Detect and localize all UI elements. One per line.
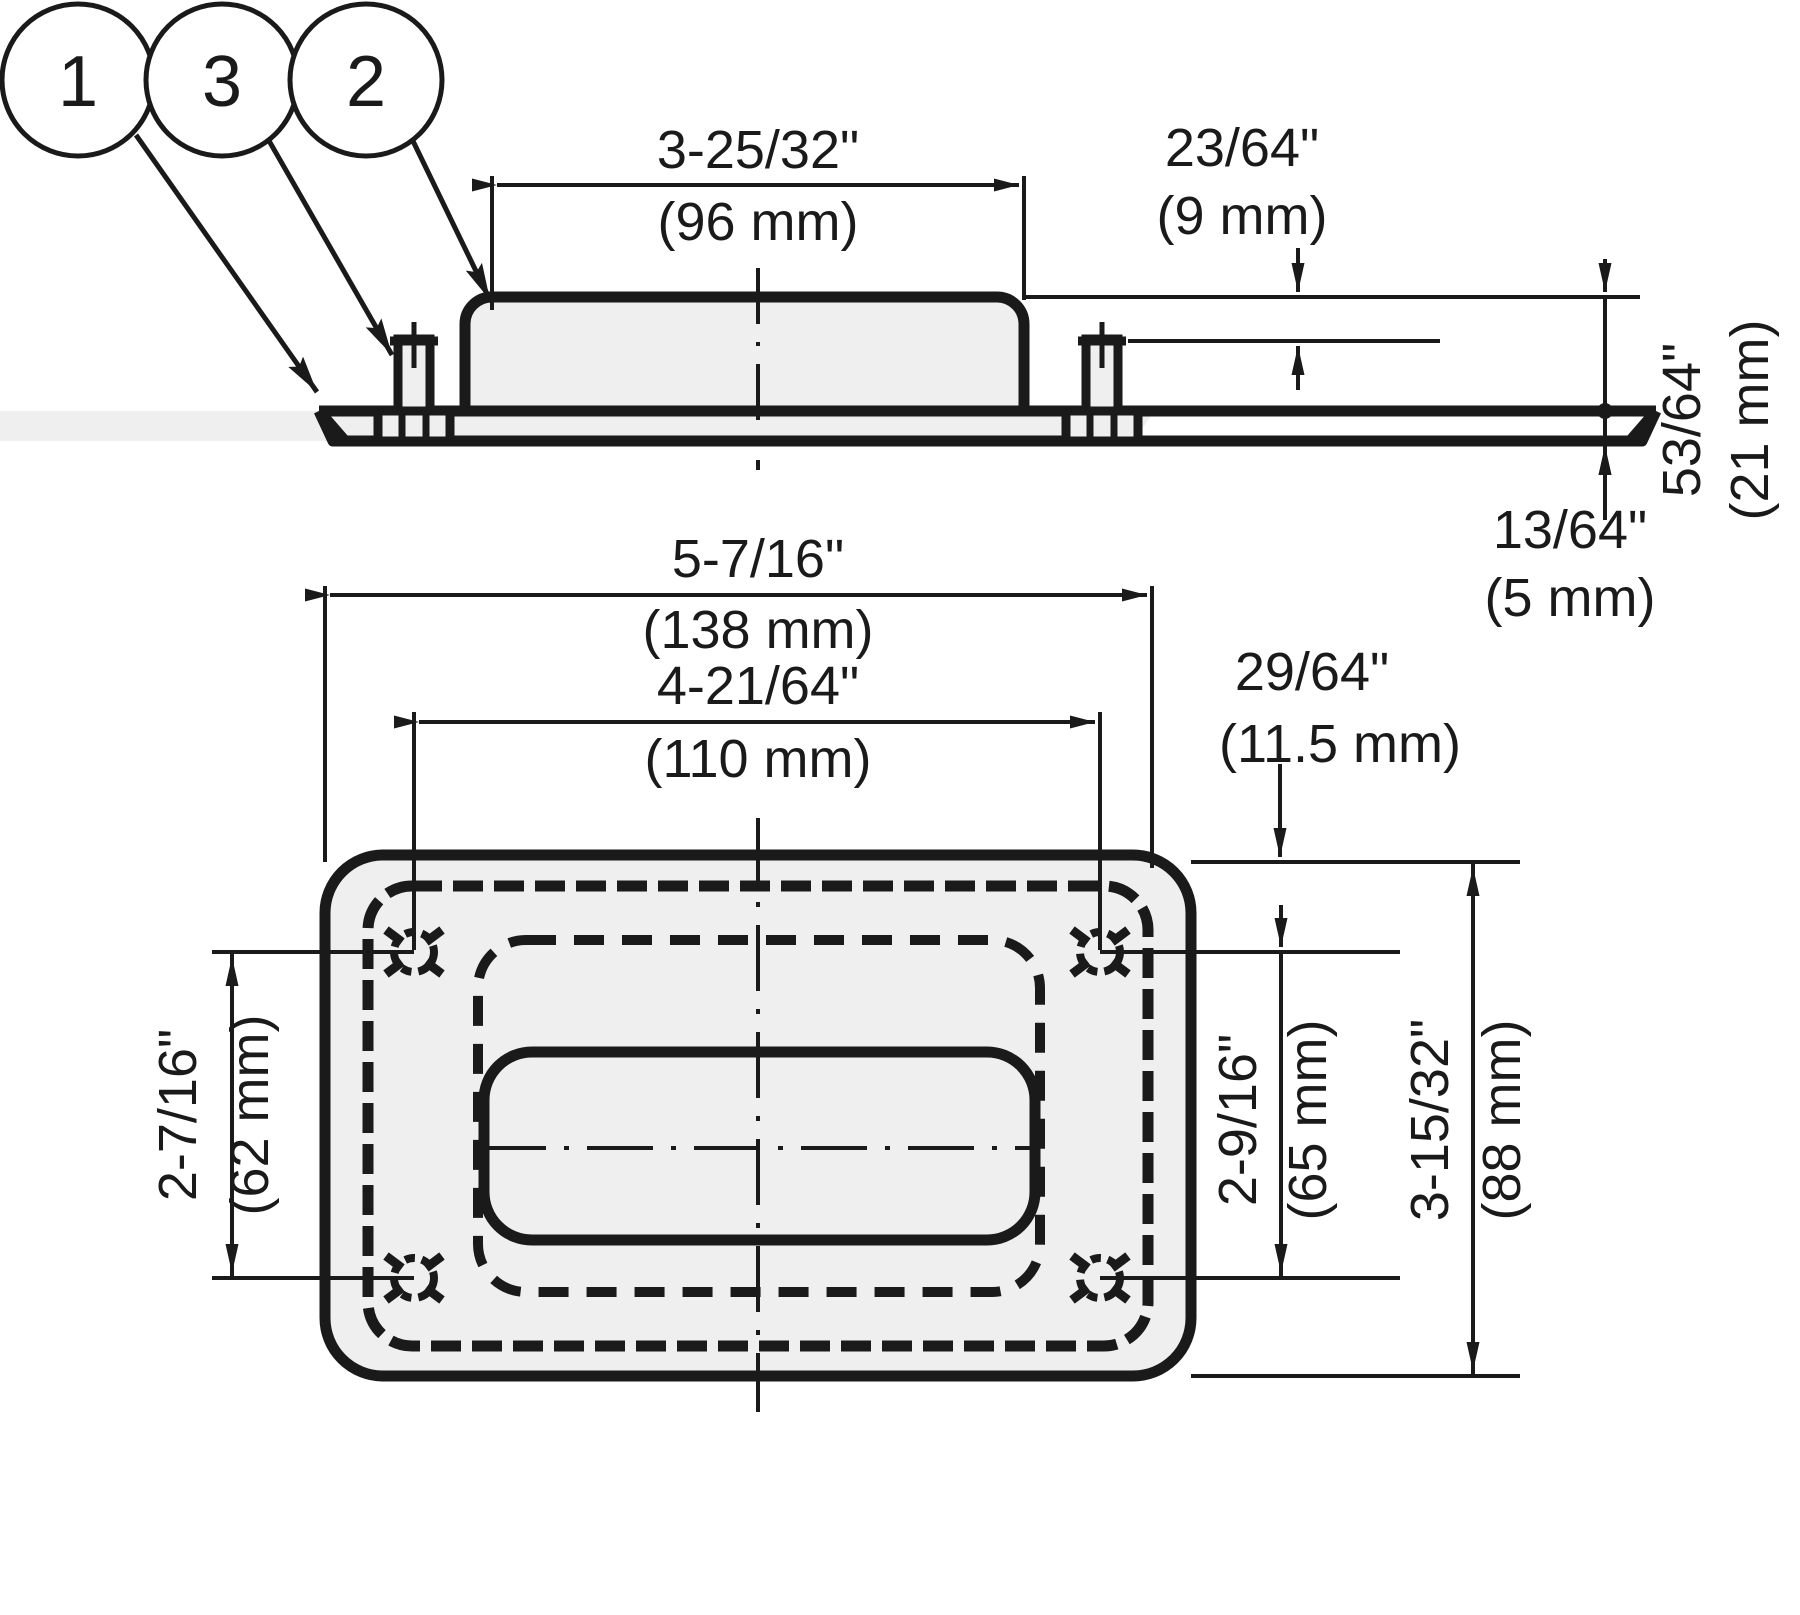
- screw-cross-a: [1069, 1252, 1091, 1272]
- dim-label-110-metric: (110 mm): [644, 729, 871, 789]
- dim-label-65-imperial: 2-9/16": [1208, 1034, 1268, 1206]
- screw-cross-b: [423, 1252, 445, 1272]
- dim-label-88-metric: (88 mm): [1472, 1020, 1532, 1221]
- section-side-view: [0, 268, 1661, 470]
- screw-cross-d: [1109, 958, 1131, 978]
- balloon-label-3: 3: [202, 42, 242, 122]
- post-base-left: [373, 406, 455, 446]
- screw-cross-c: [383, 1284, 405, 1304]
- balloon-circle-2: [287, 1, 445, 159]
- dim-label-62-metric: (62 mm): [220, 1015, 280, 1216]
- screw-cross-b: [423, 926, 445, 946]
- dim-label-9mm-imperial: 23/64": [1165, 118, 1319, 178]
- dim-overall-width: [305, 586, 1154, 868]
- screw-hole-circle: [390, 1254, 438, 1302]
- dim-screw-height: [212, 950, 414, 1280]
- dim-overall-height: [1191, 860, 1520, 1378]
- dim-label-5mm-metric: (5 mm): [1485, 568, 1656, 628]
- dim-label-9mm-metric: (9 mm): [1157, 186, 1328, 246]
- balloon-label-1: 1: [58, 42, 98, 122]
- dim-screw-width: [394, 712, 1102, 950]
- dim-label-138-metric: (138 mm): [642, 600, 873, 660]
- leader-lines: [133, 133, 493, 394]
- dim-label-top-width-imperial: 3-25/32": [657, 120, 859, 180]
- post-base-right: [1061, 406, 1143, 446]
- screw-cross-c: [1069, 958, 1091, 978]
- screw-post-left: [373, 322, 455, 446]
- dim-label-62-imperial: 2-7/16": [148, 1029, 208, 1201]
- dim-label-65-metric: (65 mm): [1278, 1020, 1338, 1221]
- dim-label-5mm-imperial: 13/64": [1493, 500, 1647, 560]
- screw-post-right: [1061, 322, 1143, 446]
- front-plan-view: [319, 818, 1197, 1412]
- screw-cross-a: [383, 926, 405, 946]
- dim-label-21mm-metric: (21 mm): [1720, 320, 1780, 521]
- dim-edge-115: [1191, 764, 1290, 864]
- dim-label-115-metric: (11.5 mm): [1219, 714, 1461, 774]
- screw-cross-c: [1069, 1284, 1091, 1304]
- dim-label-138-imperial: 5-7/16": [672, 529, 844, 589]
- screw-cross-d: [423, 958, 445, 978]
- screw-cross-a: [383, 1252, 405, 1272]
- screw-cross-a: [1069, 926, 1091, 946]
- balloon-label-2: 2: [346, 42, 386, 122]
- screw-cross-c: [383, 958, 405, 978]
- screw-cross-d: [423, 1284, 445, 1304]
- plate-inner-step: [362, 880, 1154, 1352]
- dim-label-top-width-metric: (96 mm): [658, 192, 859, 252]
- dim-label-110-imperial: 4-21/64": [657, 656, 859, 716]
- screw-cross-b: [1109, 926, 1131, 946]
- screw-cross-b: [1109, 1252, 1131, 1272]
- dim-inner-height: [1100, 905, 1400, 1280]
- screw-hole-bottom-left: [383, 1252, 445, 1304]
- dim-label-115-imperial: 29/64": [1235, 642, 1389, 702]
- dim-top-width: [472, 176, 1026, 310]
- flange-fill: [0, 411, 1155, 441]
- screw-cross-d: [1109, 1284, 1131, 1304]
- handle-body-profile: [459, 291, 1030, 428]
- flange-left-chamfer: [314, 407, 350, 445]
- dim-flange-5mm: [1164, 439, 1640, 520]
- dim-label-88-imperial: 3-15/32": [1400, 1019, 1460, 1221]
- balloon-group: [0, 1, 445, 159]
- flange-right-chamfer: [1625, 407, 1661, 445]
- dim-label-21mm-imperial: 53/64": [1652, 343, 1712, 497]
